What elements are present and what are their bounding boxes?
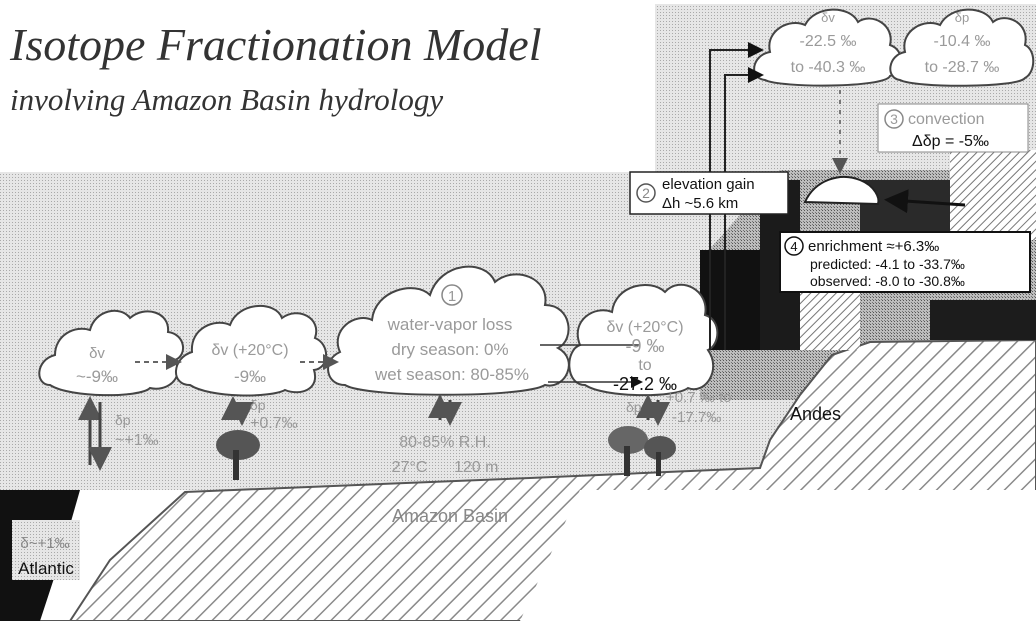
cloud4-line3: to: [638, 357, 651, 374]
cloud5-line2: -22.5 ‰: [800, 33, 857, 50]
cloud6-line3: to -28.7 ‰: [925, 59, 1000, 76]
cloud5-line1: δv: [821, 10, 835, 25]
exchange-arrows: [78, 394, 670, 471]
cloud3-line3: wet season: 80-85%: [374, 365, 529, 384]
cloud2-dp-label: δp: [250, 397, 266, 413]
ocean-label-box: [12, 520, 80, 580]
background-white: [520, 490, 1036, 621]
andes-block: [950, 150, 1036, 240]
cloud2-dp-value: +0.7‰: [250, 415, 298, 432]
convection-callout-box: [877, 103, 1029, 153]
temp-elevation-label: 27°C 120 m: [392, 459, 499, 476]
cloud-4: [568, 283, 719, 397]
cloud5-line3: to -40.3 ‰: [791, 59, 866, 76]
atlantic-dp-value: ~+1‰: [115, 432, 159, 449]
convection-callout-line2: Δδp = -5‰: [912, 133, 989, 150]
elevation-callout-line2: Δh ~5.6 km: [662, 195, 738, 212]
step-3-number: 3: [890, 111, 898, 127]
cloud3-line1: water-vapor loss: [387, 315, 513, 334]
enrichment-callout-line2: predicted: -4.1 to -33.7‰: [810, 256, 965, 272]
cloud-6: [889, 8, 1035, 87]
convection-cloud: [803, 176, 880, 206]
humidity-label: 80-85% R.H.: [399, 434, 491, 451]
cloud-5: [753, 8, 903, 87]
ocean-delta-label: δ~+1‰: [20, 535, 69, 552]
cloud4-dp-value2: -17.7‰: [672, 409, 721, 426]
cloud6-line2: -10.4 ‰: [934, 33, 991, 50]
atlantic-dp-label: δp: [115, 412, 131, 428]
convection-callout-line1: convection: [908, 111, 985, 128]
cloud4-dp-value1: +0.7 ‰ to: [666, 389, 731, 406]
cloud4-dp-label: δp: [626, 399, 642, 415]
cloud1-label: δv: [89, 345, 105, 362]
enrichment-callout-box: [779, 231, 1031, 293]
cloud4-line2: -9 ‰: [625, 336, 664, 356]
enrichment-arrow: [884, 189, 966, 214]
andes-block: [930, 300, 1036, 340]
cloud4-line1: δv (+20°C): [606, 319, 683, 336]
diagram-title: Isotope Fractionation Model: [9, 19, 541, 70]
cloud-atlantic: [38, 309, 184, 397]
step-4-number: 4: [790, 239, 797, 254]
step-1-badge: [441, 284, 463, 306]
cloud6-line1: δp: [955, 10, 969, 25]
tree-icon: [216, 430, 260, 480]
cloud2-label: δv (+20°C): [211, 342, 288, 359]
cloud4-line4: -27.2 ‰: [613, 374, 677, 394]
cloud2-value: -9‰: [234, 367, 266, 386]
amazon-basin-label: Amazon Basin: [392, 506, 508, 526]
atlantic-label: Atlantic: [18, 559, 74, 578]
elevation-callout-box: [629, 171, 789, 215]
step-2-badge: [636, 183, 656, 203]
enrichment-callout-line1: enrichment ≈+6.3‰: [808, 238, 939, 255]
cloud-3: [327, 265, 570, 396]
elevation-callout-line1: elevation gain: [662, 176, 755, 193]
step-4-badge: [784, 236, 804, 256]
step-2-number: 2: [642, 185, 650, 201]
enrichment-callout-line3: observed: -8.0 to -30.8‰: [810, 273, 965, 289]
step-3-badge: [884, 109, 904, 129]
andes-label: Andes: [790, 404, 841, 424]
cloud3-line2: dry season: 0%: [391, 340, 508, 359]
cloud-2: [175, 304, 328, 397]
tree-icon: [608, 426, 676, 476]
elevation-lines: [709, 42, 764, 350]
cloud1-value: ~-9‰: [76, 367, 118, 386]
diagram-subtitle: involving Amazon Basin hydrology: [10, 82, 443, 117]
step-1-number: 1: [448, 288, 456, 305]
